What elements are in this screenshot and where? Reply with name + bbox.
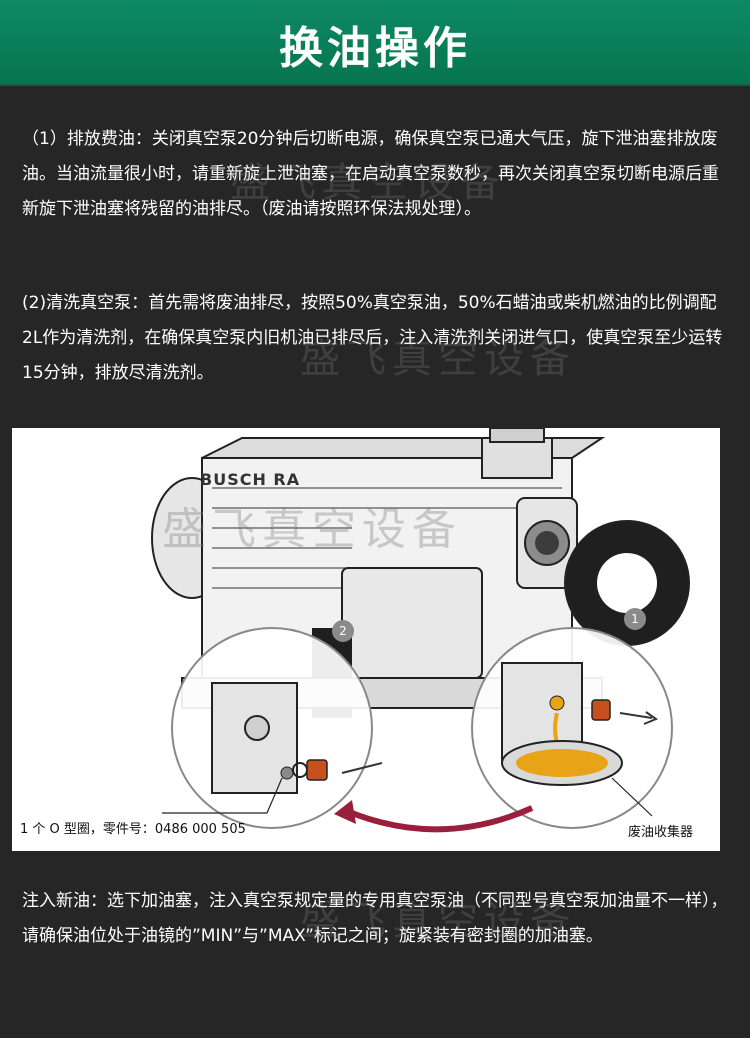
step-drain-oil-text: （1）排放费油：关闭真空泵20分钟后切断电源，确保真空泵已通大气压，旋下泄油塞排… bbox=[22, 129, 719, 219]
pump-illustration bbox=[151, 428, 690, 833]
oring-part-label: 1 个 O 型圈，零件号：0486 000 505 bbox=[20, 822, 246, 837]
callout-badge-1: 1 bbox=[624, 608, 646, 630]
page-header: 换油操作 bbox=[0, 0, 750, 86]
watermark: 盛飞真空设备 bbox=[300, 336, 576, 382]
step-clean-pump-text: (2)清洗真空泵：首先需将废油排尽，按照50%真空泵油，50%石蜡油或柴机燃油的… bbox=[22, 293, 723, 383]
pump-oil-change-diagram: BUSCH RA 1 2 盛飞真空设备 1 个 O 型圈，零件号：0486 00… bbox=[12, 428, 720, 851]
step-add-oil-text: 注入新油：选下加油塞，注入真空泵规定量的专用真空泵油（不同型号真空泵加油量不一样… bbox=[22, 891, 728, 946]
page-title: 换油操作 bbox=[279, 23, 471, 74]
callout-badge-2: 2 bbox=[332, 620, 354, 642]
watermark: 盛飞真空设备 bbox=[230, 160, 506, 206]
watermark: 盛飞真空设备 bbox=[300, 898, 576, 944]
watermark: 盛飞真空设备 bbox=[162, 504, 462, 555]
oil-tray-label: 废油收集器 bbox=[628, 825, 694, 840]
brand-logo: BUSCH RA bbox=[200, 470, 301, 489]
